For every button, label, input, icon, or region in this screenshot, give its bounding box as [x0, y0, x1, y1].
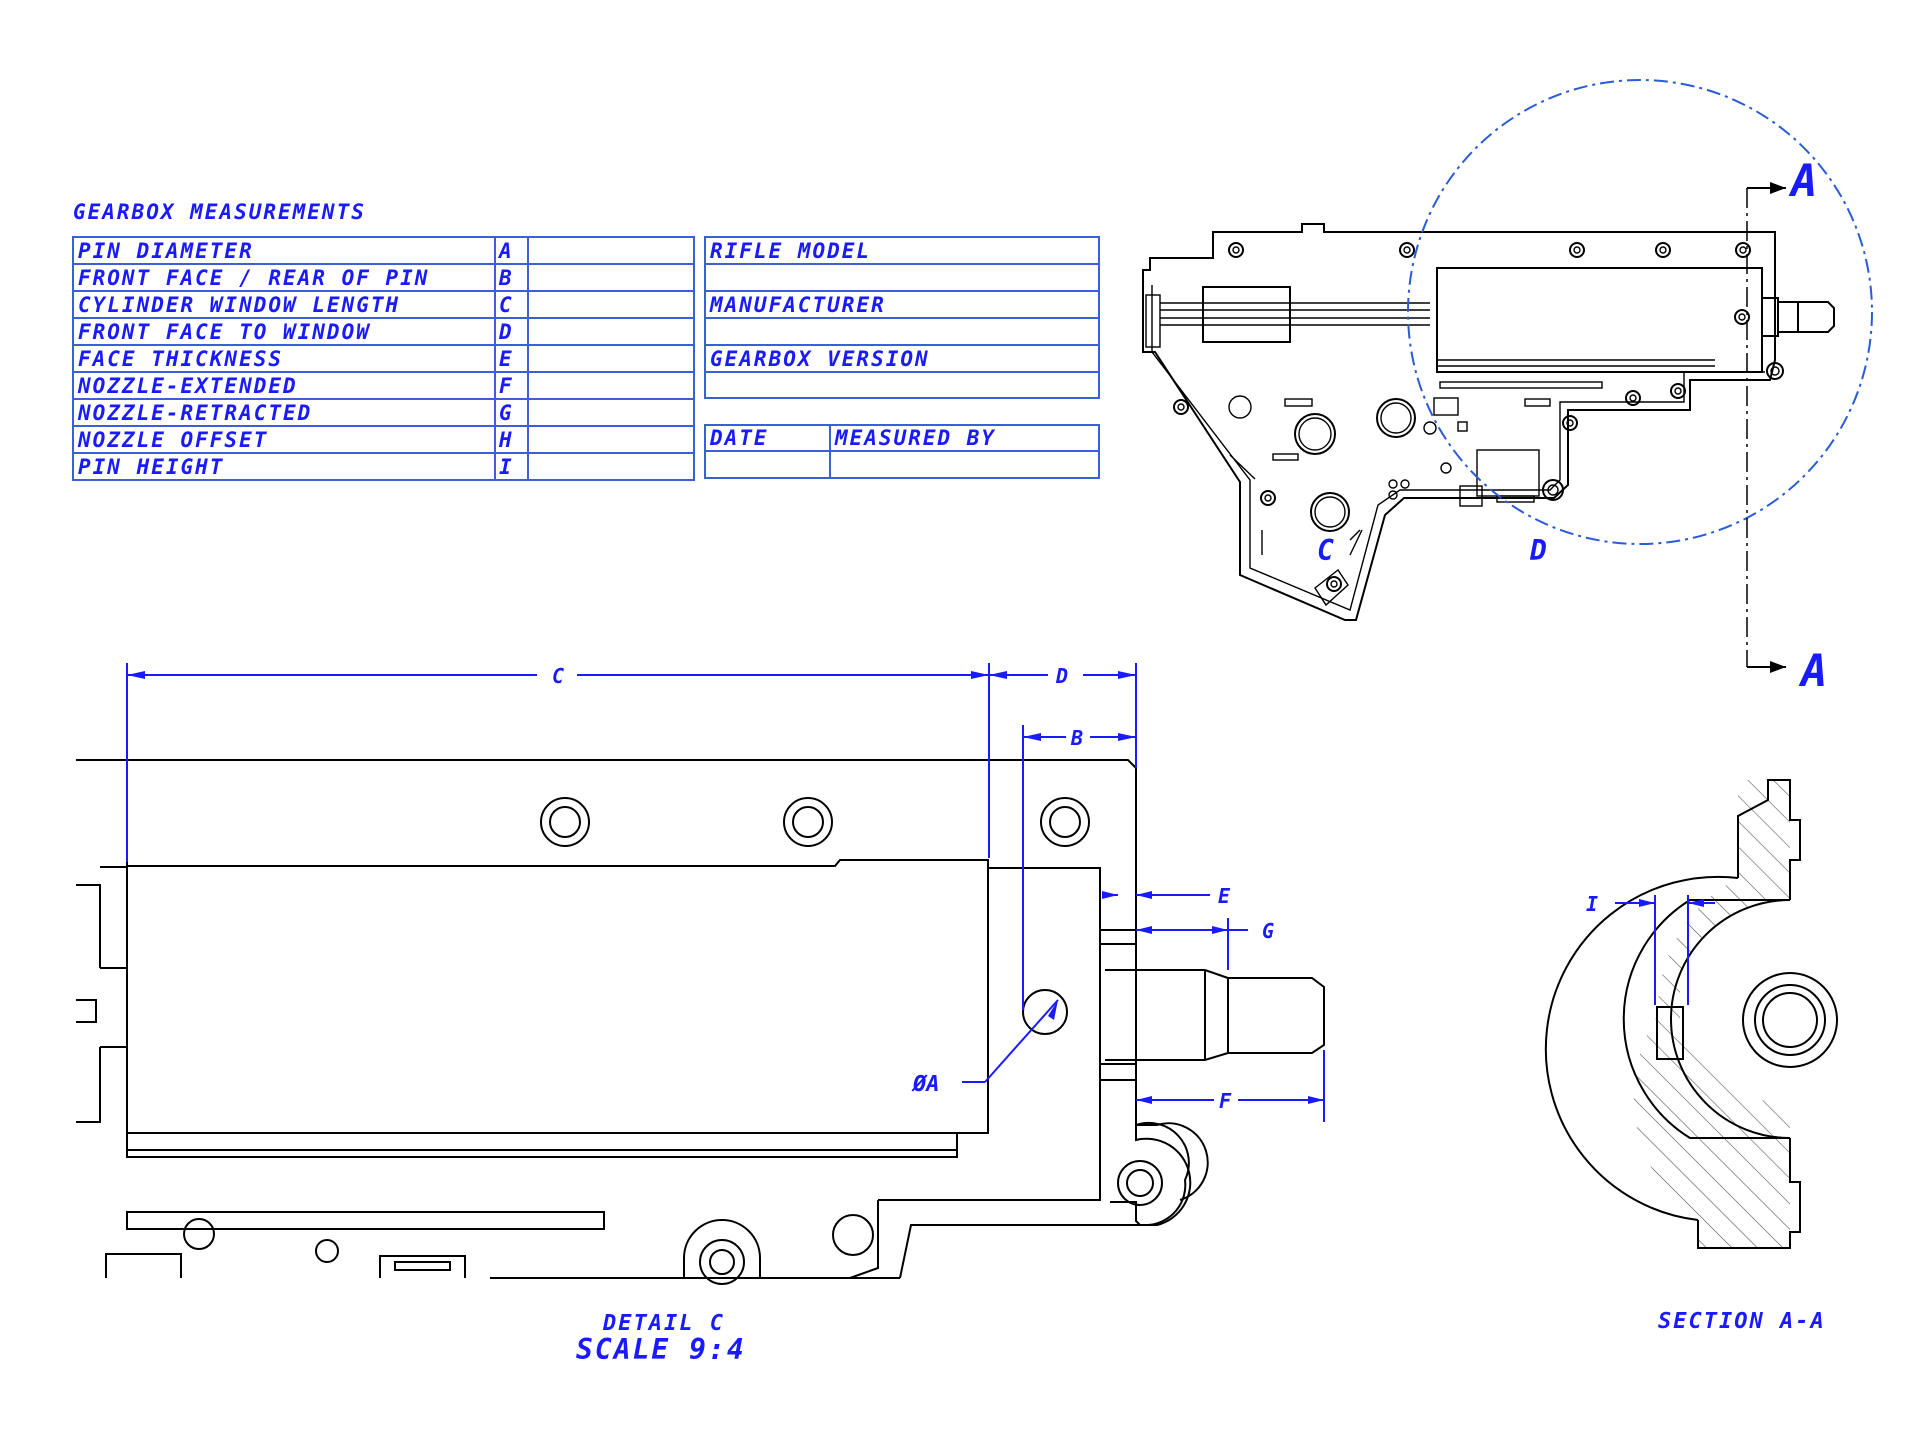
- info-table: RIFLE MODEL MANUFACTURER GEARBOX VERSION…: [704, 236, 1100, 479]
- dim-b-label: B: [1070, 726, 1083, 750]
- dim-e-label: E: [1218, 884, 1231, 908]
- row-code: F: [499, 374, 514, 398]
- dim-d-label: D: [1055, 664, 1068, 688]
- row-label: FRONT FACE TO WINDOW: [78, 320, 371, 344]
- row-code: G: [499, 401, 514, 425]
- detail-circle: [1407, 79, 1873, 545]
- table-row: FRONT FACE / REAR OF PIN B: [78, 266, 514, 290]
- measurement-table: GEARBOX MEASUREMENTS PIN DIAMETER A FRON…: [72, 200, 1100, 481]
- section-marker-bottom: A: [1798, 646, 1828, 697]
- row-code: C: [499, 293, 514, 317]
- table-row: NOZZLE-RETRACTED G: [77, 401, 514, 425]
- dim-marker: D: [1529, 534, 1547, 567]
- dim-f-label: F: [1219, 1089, 1232, 1113]
- table-row: PIN DIAMETER A: [78, 239, 514, 263]
- table-row: CYLINDER WINDOW LENGTH C: [78, 293, 514, 317]
- row-code: A: [497, 239, 514, 263]
- manufacturer-label: MANUFACTURER: [709, 293, 886, 317]
- row-code: I: [499, 455, 514, 479]
- table-row: FACE THICKNESS E: [78, 347, 514, 371]
- table-row: FRONT FACE TO WINDOW D: [78, 320, 514, 344]
- table-row: NOZZLE OFFSET H: [77, 428, 514, 452]
- detail-caption: DETAIL C: [602, 1311, 725, 1336]
- row-code: H: [498, 428, 514, 452]
- detail-c-view: C D B E G F ØA DETAIL C SCALE 9:4: [76, 663, 1325, 1366]
- dim-a-label: ØA: [911, 1072, 940, 1097]
- row-label: CYLINDER WINDOW LENGTH: [78, 293, 400, 317]
- row-label: FRONT FACE / REAR OF PIN: [78, 266, 429, 290]
- row-label: PIN DIAMETER: [78, 239, 254, 263]
- date-label: DATE: [709, 426, 769, 450]
- dim-c-label: C: [552, 664, 564, 688]
- section-a-a-view: I SECTION A-A: [1544, 779, 1838, 1334]
- gearbox-overview: A A C D: [1142, 79, 1873, 697]
- row-code: B: [498, 266, 514, 290]
- row-label: NOZZLE-RETRACTED: [77, 401, 312, 425]
- row-code: D: [498, 320, 514, 344]
- detail-marker: C: [1317, 534, 1334, 567]
- table-title: GEARBOX MEASUREMENTS: [73, 200, 366, 224]
- row-code: E: [499, 347, 514, 371]
- table-row: PIN HEIGHT I: [78, 455, 514, 479]
- detail-scale: SCALE 9:4: [576, 1333, 746, 1366]
- row-label: NOZZLE OFFSET: [77, 428, 268, 452]
- dim-i-label: I: [1586, 892, 1598, 916]
- section-marker-top: A: [1788, 156, 1818, 207]
- gearbox-version-label: GEARBOX VERSION: [710, 347, 930, 371]
- section-caption: SECTION A-A: [1658, 1309, 1826, 1334]
- row-label: FACE THICKNESS: [78, 347, 283, 371]
- row-label: NOZZLE-EXTENDED: [77, 374, 298, 398]
- row-label: PIN HEIGHT: [78, 455, 224, 479]
- dim-g-label: G: [1262, 919, 1274, 943]
- table-row: NOZZLE-EXTENDED F: [77, 374, 514, 398]
- measured-by-label: MEASURED BY: [834, 426, 996, 450]
- rifle-model-label: RIFLE MODEL: [710, 239, 871, 263]
